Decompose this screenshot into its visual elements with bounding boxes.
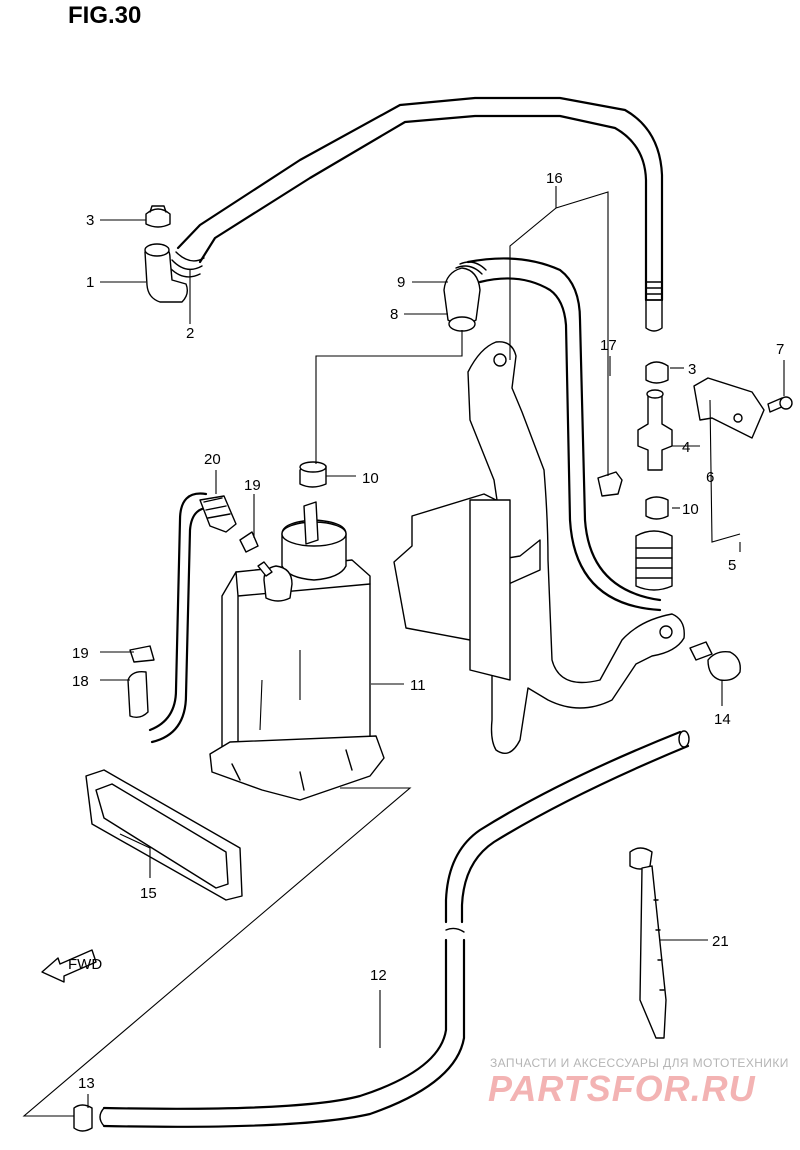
bolt-part-14 [689,641,741,682]
clip-part-19-upper [239,531,259,553]
mounting-plate [393,493,541,681]
callout-16: 16 [546,170,563,187]
callout-4: 4 [682,439,690,456]
figure-title: FIG.30 [68,2,142,29]
fwd-label: FWD [68,956,102,973]
fwd-arrow: FWD [41,949,102,983]
callout-19-upper: 19 [244,477,261,494]
callout-7: 7 [776,341,784,358]
top-hose [169,96,664,332]
bracket-part-16 [467,341,685,754]
callout-10-right: 10 [682,501,699,518]
callout-21: 21 [712,933,729,950]
canister-part-11 [209,501,385,801]
clip-part-17 [597,471,623,497]
callout-3-left: 3 [86,212,94,229]
callout-3-right: 3 [688,361,696,378]
callout-9: 9 [397,274,405,291]
bracket-part-5 [693,377,765,439]
valve-part-4 [635,361,673,591]
callout-8: 8 [390,306,398,323]
leader-lines [22,186,785,1117]
callout-1: 1 [86,274,94,291]
callout-6: 6 [706,469,714,486]
callout-15: 15 [140,885,157,902]
callout-2: 2 [186,325,194,342]
small-hose-20 [127,492,237,744]
clamp-part-13 [73,1104,93,1132]
bolt-part-7 [767,396,793,413]
watermark-subtitle: ЗАПЧАСТИ И АКСЕССУАРЫ ДЛЯ МОТОТЕХНИКИ [490,1056,789,1070]
callout-17: 17 [600,337,617,354]
tie-part-21 [629,847,667,1039]
callout-10-upper: 10 [362,470,379,487]
callout-5: 5 [728,557,736,574]
callout-14: 14 [714,711,731,728]
callout-12: 12 [370,967,387,984]
drain-hose-part-12 [99,730,690,1128]
callout-18: 18 [72,673,89,690]
watermark-logo: PARTSFOR.RU [488,1068,756,1109]
clamp-part-10-upper [299,461,327,488]
callout-19-lower: 19 [72,645,89,662]
clamp-part-3-left [145,205,171,228]
strap-part-15 [85,769,243,901]
clip-part-19-lower [129,645,155,663]
middle-hose [443,257,662,612]
callout-11: 11 [410,677,426,694]
callout-labels: 3 1 2 9 8 10 16 17 3 7 4 6 10 5 14 11 20… [72,170,784,1092]
elbow-part-1 [144,243,189,303]
callout-20: 20 [204,451,221,468]
callout-13: 13 [78,1075,95,1092]
